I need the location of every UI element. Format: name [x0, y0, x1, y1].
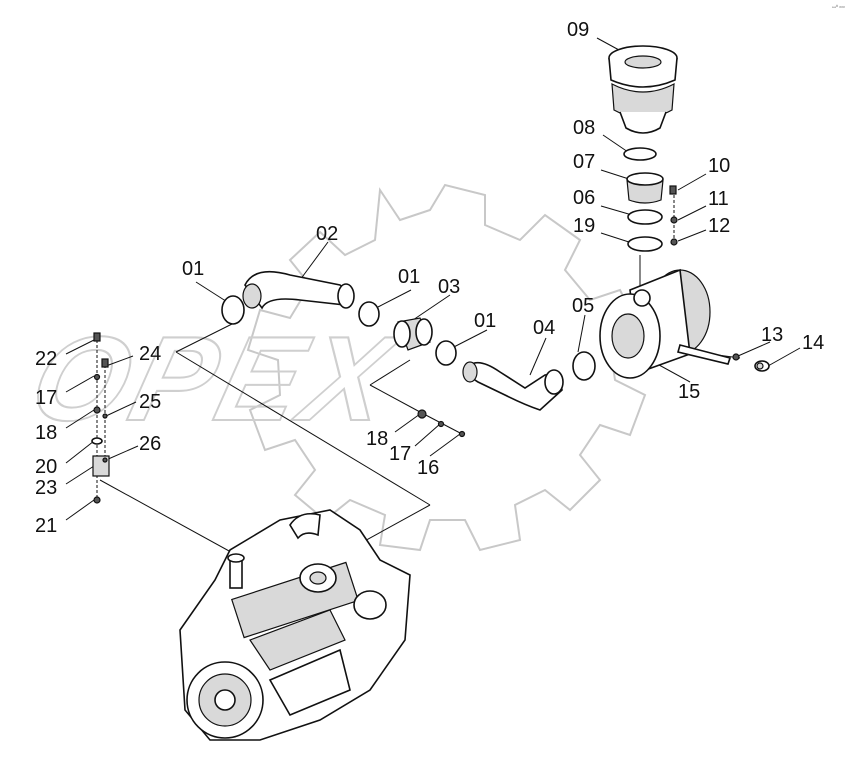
air-filter-cap [608, 45, 678, 134]
callout-17b: 17 [389, 443, 411, 465]
callout-08: 08 [573, 117, 595, 139]
watermark-text: OPEX [19, 312, 410, 446]
washer-25 [102, 413, 108, 419]
nut-21 [93, 496, 101, 504]
bolt-10 [669, 185, 677, 195]
nut-18b [417, 409, 427, 419]
nut-18a [93, 406, 101, 414]
assembly-line-1 [175, 351, 431, 506]
engine-assembly [179, 509, 411, 741]
connector-03 [393, 317, 433, 351]
leader-25 [105, 401, 137, 417]
leader-08 [602, 134, 629, 153]
clamp-08 [623, 147, 657, 161]
leader-05 [577, 314, 586, 353]
callout-02: 02 [316, 223, 338, 245]
leader-01b [377, 289, 412, 308]
assembly-line-6 [369, 359, 411, 386]
callout-18b: 18 [366, 428, 388, 450]
leader-10 [677, 173, 707, 191]
callout-09: 09 [567, 19, 589, 41]
leader-20 [65, 440, 95, 464]
leader-17a [65, 375, 95, 393]
callout-12: 12 [708, 215, 730, 237]
clamp-19 [627, 236, 663, 252]
bracket-20 [91, 437, 103, 445]
clamp-01a [221, 295, 245, 325]
callout-labels: 09 08 07 06 19 10 11 12 02 01 01 03 01 0… [35, 19, 824, 537]
washer-11 [670, 216, 678, 224]
leader-13 [737, 341, 771, 357]
bolt-16 [458, 430, 466, 438]
assembly-line-5 [369, 384, 421, 413]
bolt-24 [101, 358, 109, 368]
callout-06: 06 [573, 187, 595, 209]
watermark-gear-outline [246, 183, 647, 552]
leader-12 [677, 229, 707, 242]
callout-04: 04 [533, 317, 555, 339]
clamp-05 [572, 351, 596, 381]
leader-19 [600, 232, 633, 244]
callout-13: 13 [761, 324, 783, 346]
leader-21 [65, 499, 95, 521]
leader-17b [414, 423, 441, 447]
callout-01c: 01 [474, 310, 496, 332]
callout-20: 20 [35, 456, 57, 478]
bolt-22 [93, 332, 101, 342]
callout-17a: 17 [35, 387, 57, 409]
callout-22: 22 [35, 348, 57, 370]
clamp-01b [358, 301, 380, 327]
nut-12 [670, 238, 678, 246]
callout-07: 07 [573, 151, 595, 173]
hose-02 [242, 270, 355, 310]
leader-11 [677, 205, 707, 221]
leader-24 [105, 355, 134, 367]
leader-03 [409, 294, 451, 323]
clamp-06 [627, 209, 663, 225]
hose-04 [462, 361, 564, 411]
leader-18b [394, 413, 421, 433]
leader-22 [65, 339, 95, 355]
callout-14: 14 [802, 332, 824, 354]
leader-14 [767, 347, 801, 367]
callout-26: 26 [139, 433, 161, 455]
callout-23: 23 [35, 477, 57, 499]
leader-06 [600, 205, 633, 216]
valve-14 [754, 360, 770, 372]
leader-16 [429, 433, 461, 457]
callout-18a: 18 [35, 422, 57, 444]
callout-03: 03 [438, 276, 460, 298]
callout-15: 15 [678, 381, 700, 403]
callout-10: 10 [708, 155, 730, 177]
callout-01b: 01 [398, 266, 420, 288]
callout-25: 25 [139, 391, 161, 413]
washer-26 [102, 457, 108, 463]
watermark: OPEX [18, 183, 647, 552]
leader-04 [529, 337, 547, 376]
washer-17b [437, 420, 445, 428]
clamp-01c [435, 340, 457, 366]
leader-18a [65, 409, 95, 429]
callout-05: 05 [572, 295, 594, 317]
callout-21: 21 [35, 515, 57, 537]
callout-24: 24 [139, 343, 161, 365]
washer-17a [93, 373, 101, 381]
callout-11: 11 [708, 188, 729, 210]
callout-16: 16 [417, 457, 439, 479]
leader-26 [105, 445, 139, 461]
corner-mark: ꟷ⁰ ᵒᵒᵒ [832, 4, 845, 11]
leader-02 [299, 241, 329, 281]
leader-23 [65, 465, 95, 485]
callout-01a: 01 [182, 258, 204, 280]
assembly-line-2 [175, 319, 241, 353]
callout-19: 19 [573, 215, 595, 237]
air-cleaner-housing [599, 268, 732, 379]
sleeve-07 [626, 172, 664, 204]
plug-13 [732, 353, 740, 361]
